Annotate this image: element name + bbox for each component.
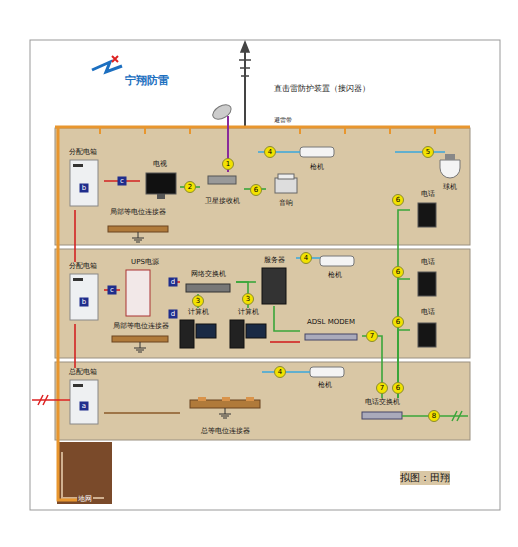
callout-number: 6 bbox=[250, 184, 262, 196]
device-node: 计算机 bbox=[176, 308, 220, 352]
device-node: 地网 bbox=[57, 442, 112, 504]
spd-letter: d bbox=[169, 310, 178, 319]
device-node: 局部等电位连接器 bbox=[98, 208, 178, 244]
device-label: 电话 bbox=[420, 308, 436, 317]
note-text: 拟图：田翔 bbox=[400, 471, 450, 485]
logo-text: 宁翔防雷 bbox=[125, 73, 169, 88]
device-label: ADSL MODEM bbox=[306, 318, 356, 327]
device-label: 分配电箱 bbox=[68, 148, 98, 157]
device-label: 球机 bbox=[442, 183, 458, 192]
device-node: 枪机 bbox=[300, 362, 350, 390]
wire-connector bbox=[74, 210, 76, 262]
device-node: 卫星接收机 bbox=[200, 172, 244, 206]
device-label: 服务器 bbox=[263, 256, 286, 265]
callout-number: 7 bbox=[366, 330, 378, 342]
device-node: 计算机 bbox=[226, 308, 270, 352]
callout-number: 8 bbox=[428, 410, 440, 422]
device-label: 电话交换机 bbox=[364, 398, 401, 407]
callout-number: 4 bbox=[274, 366, 286, 378]
device-node: 总配电箱 bbox=[62, 368, 104, 428]
device-label: 网络交换机 bbox=[190, 270, 227, 279]
device-label: 枪机 bbox=[309, 163, 325, 172]
callout-number: 3 bbox=[242, 293, 254, 305]
wire-connector bbox=[270, 341, 300, 343]
device-label: 计算机 bbox=[187, 308, 210, 317]
device-label: 电话 bbox=[420, 258, 436, 267]
device-label: 电话 bbox=[420, 190, 436, 199]
callout-number: 1 bbox=[222, 158, 234, 170]
wire-connector bbox=[398, 210, 410, 398]
device-node: 总等电位连接器 bbox=[180, 396, 270, 436]
device-label: UPS电源 bbox=[130, 258, 160, 267]
spd-letter: a bbox=[80, 402, 89, 411]
device-node: 电话 bbox=[410, 308, 446, 352]
wire-connector bbox=[74, 324, 76, 368]
note-text: 避雷带 bbox=[274, 116, 292, 125]
device-label: 总等电位连接器 bbox=[200, 427, 251, 436]
device-label: 局部等电位连接器 bbox=[112, 322, 170, 331]
device-label: 地网 bbox=[77, 495, 93, 504]
callout-number: 3 bbox=[192, 295, 204, 307]
wire-connector bbox=[274, 306, 300, 331]
device-node: 分配电箱 bbox=[62, 148, 104, 210]
device-node: 电视 bbox=[140, 160, 180, 202]
device-label: 枪机 bbox=[317, 381, 333, 390]
device-label: 总配电箱 bbox=[68, 368, 98, 377]
device-label: 卫星接收机 bbox=[204, 197, 241, 206]
device-node: 网络交换机 bbox=[180, 270, 236, 294]
device-label: 分配电箱 bbox=[68, 262, 98, 271]
device-node: 枪机 bbox=[295, 140, 339, 172]
device-node: 音响 bbox=[266, 172, 306, 208]
spd-letter: c bbox=[118, 177, 127, 186]
callout-number: 2 bbox=[184, 181, 196, 193]
spd-letter: b bbox=[80, 298, 89, 307]
callout-number: 6 bbox=[392, 266, 404, 278]
callout-number: 6 bbox=[392, 382, 404, 394]
callout-number: 6 bbox=[392, 316, 404, 328]
device-node: 局部等电位连接器 bbox=[105, 322, 177, 354]
callout-number: 7 bbox=[376, 382, 388, 394]
wire-connector bbox=[104, 412, 180, 414]
callout-number: 4 bbox=[264, 146, 276, 158]
device-node: 分配电箱 bbox=[62, 262, 104, 324]
device-label: 电视 bbox=[152, 160, 168, 169]
device-label: 音响 bbox=[278, 199, 294, 208]
wire-connector bbox=[236, 281, 256, 283]
callout-number: 5 bbox=[422, 146, 434, 158]
callout-number: 6 bbox=[392, 194, 404, 206]
device-node: 球机 bbox=[432, 146, 468, 192]
device-node: 枪机 bbox=[310, 250, 360, 280]
device-node: UPS电源 bbox=[120, 258, 170, 318]
device-node: 电话 bbox=[410, 258, 446, 300]
device-node: 电话交换机 bbox=[350, 398, 414, 422]
note-text: 直击雷防护装置（接闪器） bbox=[274, 83, 370, 94]
wire-connector bbox=[398, 279, 410, 398]
device-label: 枪机 bbox=[327, 271, 343, 280]
callout-number: 4 bbox=[300, 252, 312, 264]
spd-letter: d bbox=[169, 278, 178, 287]
device-node: ADSL MODEM bbox=[300, 318, 362, 348]
device-label: 计算机 bbox=[237, 308, 260, 317]
device-node: 服务器 bbox=[256, 256, 292, 306]
spd-letter: b bbox=[80, 184, 89, 193]
device-node: 电话 bbox=[410, 190, 446, 230]
device-label: 局部等电位连接器 bbox=[109, 208, 167, 217]
spd-letter: c bbox=[108, 286, 117, 295]
